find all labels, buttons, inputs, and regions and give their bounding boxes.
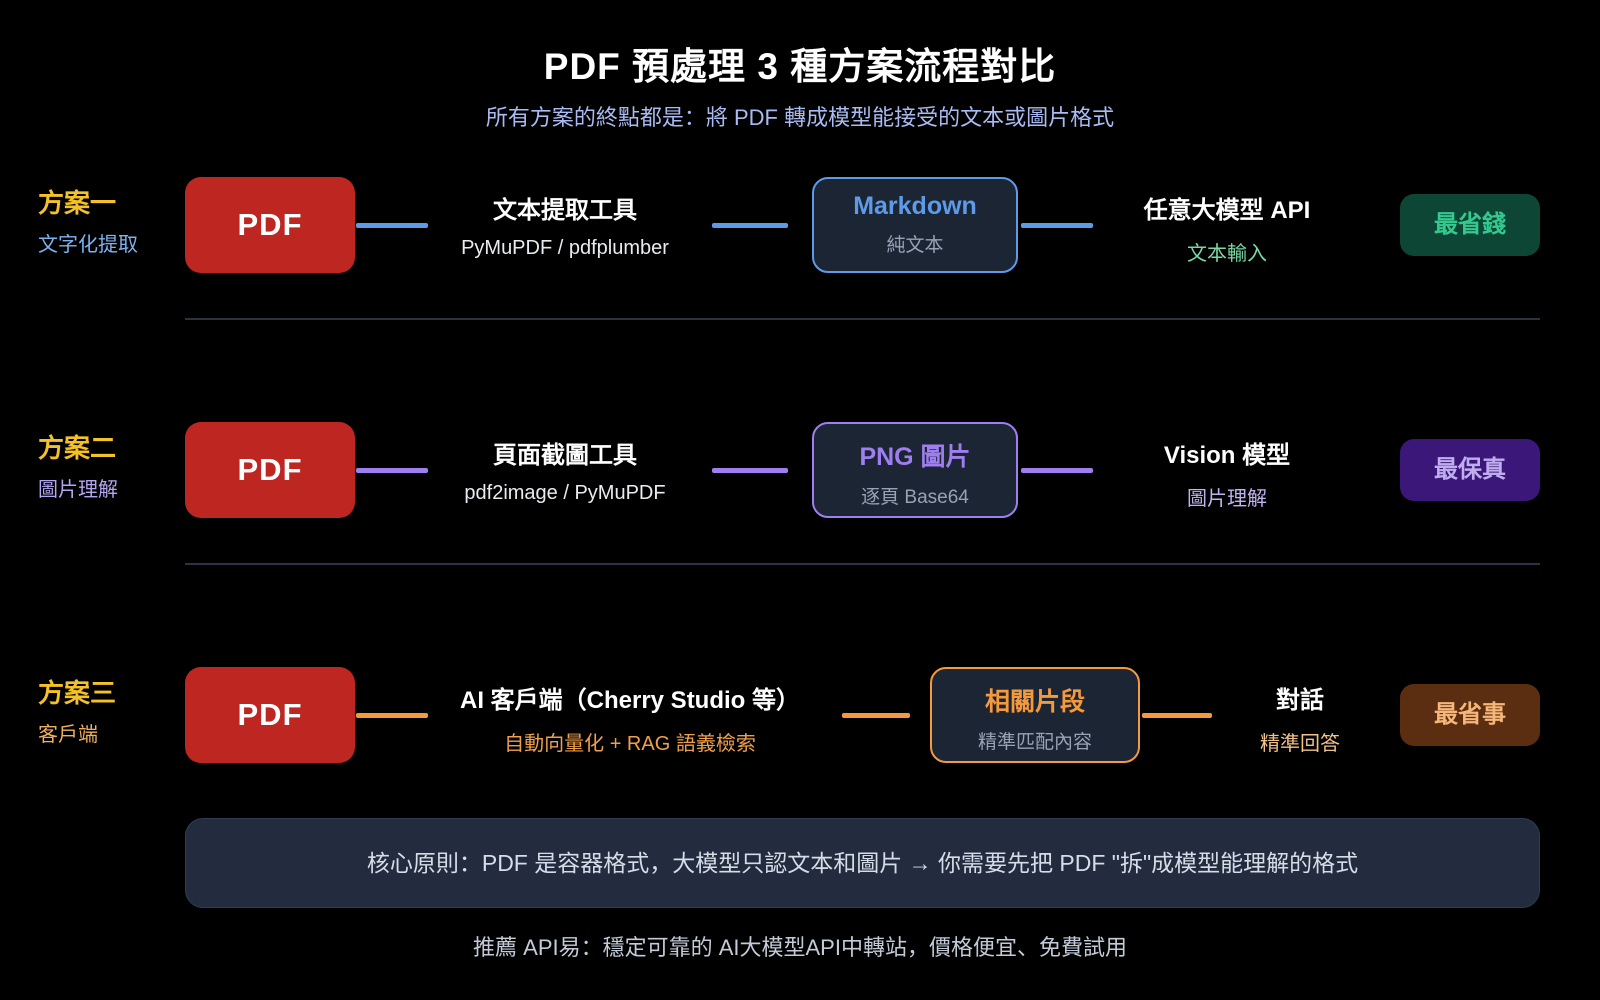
page-subtitle: 所有方案的終點都是：將 PDF 轉成模型能接受的文本或圖片格式 <box>485 105 1115 130</box>
connector-line <box>842 713 910 718</box>
connector-line <box>1021 468 1093 473</box>
step-title: 對話 <box>1276 687 1324 714</box>
step-destination: Vision 模型 圖片理解 <box>1090 435 1364 511</box>
step-subtitle: 文本輸入 <box>1187 243 1267 265</box>
pdf-source-node: PDF <box>185 177 355 273</box>
step-tool: 文本提取工具 PyMuPDF / pdfplumber <box>420 190 710 260</box>
benefit-badge: 最省事 <box>1400 684 1540 746</box>
row-label-title: 方案二 <box>38 433 117 463</box>
step-title: AI 客戶端（Cherry Studio 等） <box>459 687 801 714</box>
pdf-source-node: PDF <box>185 422 355 518</box>
row-label: 方案二 圖片理解 <box>38 432 118 502</box>
step-tool: AI 客戶端（Cherry Studio 等） 自動向量化 + RAG 語義檢索 <box>445 680 815 756</box>
output-node-subtitle: 逐頁 Base64 <box>861 487 969 508</box>
output-node-subtitle: 純文本 <box>886 235 944 256</box>
page-title: PDF 預處理 3 種方案流程對比 <box>543 46 1057 87</box>
step-subtitle: pdf2image / PyMuPDF <box>464 482 666 504</box>
output-node: 相關片段 精準匹配內容 <box>930 667 1140 763</box>
row-label-subtitle: 圖片理解 <box>38 478 118 501</box>
step-title: Vision 模型 <box>1163 442 1291 469</box>
step-title: 頁面截圖工具 <box>493 442 637 469</box>
step-destination: 任意大模型 API 文本輸入 <box>1090 190 1364 266</box>
output-node: Markdown 純文本 <box>812 177 1018 273</box>
step-title: 文本提取工具 <box>493 197 637 224</box>
row-label-title: 方案三 <box>38 678 117 708</box>
connector-line <box>712 223 788 228</box>
step-subtitle: 精準回答 <box>1260 733 1340 755</box>
output-node-title: 相關片段 <box>984 688 1085 716</box>
output-node-title: PNG 圖片 <box>859 443 971 471</box>
output-node-title: Markdown <box>853 192 977 220</box>
flow-row-plan2: 方案二 圖片理解 PDF 頁面截圖工具 pdf2image / PyMuPDF … <box>0 422 1600 518</box>
core-principle-panel: 核心原則：PDF 是容器格式，大模型只認文本和圖片 → 你需要先把 PDF "拆… <box>185 818 1540 908</box>
flow-row-plan1: 方案一 文字化提取 PDF 文本提取工具 PyMuPDF / pdfplumbe… <box>0 177 1600 273</box>
step-destination: 對話 精準回答 <box>1230 680 1370 756</box>
row-label-title: 方案一 <box>38 188 117 218</box>
step-tool: 頁面截圖工具 pdf2image / PyMuPDF <box>420 435 710 505</box>
benefit-badge: 最保真 <box>1400 439 1540 501</box>
row-divider <box>185 563 1540 565</box>
connector-line <box>1021 223 1093 228</box>
connector-line <box>356 713 428 718</box>
footer-note: 推薦 API易：穩定可靠的 AI大模型API中轉站，價格便宜、免費試用 <box>473 935 1127 960</box>
row-label-subtitle: 文字化提取 <box>38 233 138 256</box>
connector-line <box>356 223 428 228</box>
output-node-subtitle: 精準匹配內容 <box>977 732 1092 753</box>
step-title: 任意大模型 API <box>1143 197 1311 224</box>
step-subtitle: PyMuPDF / pdfplumber <box>461 237 669 259</box>
connector-line <box>1142 713 1212 718</box>
row-label: 方案一 文字化提取 <box>38 187 138 257</box>
row-label-subtitle: 客戶端 <box>38 723 98 746</box>
step-subtitle: 圖片理解 <box>1187 488 1267 510</box>
flow-row-plan3: 方案三 客戶端 PDF AI 客戶端（Cherry Studio 等） 自動向量… <box>0 667 1600 763</box>
row-label: 方案三 客戶端 <box>38 677 116 747</box>
connector-line <box>356 468 428 473</box>
output-node: PNG 圖片 逐頁 Base64 <box>812 422 1018 518</box>
pdf-source-node: PDF <box>185 667 355 763</box>
row-divider <box>185 318 1540 320</box>
step-subtitle: 自動向量化 + RAG 語義檢索 <box>504 733 756 755</box>
benefit-badge: 最省錢 <box>1400 194 1540 256</box>
connector-line <box>712 468 788 473</box>
